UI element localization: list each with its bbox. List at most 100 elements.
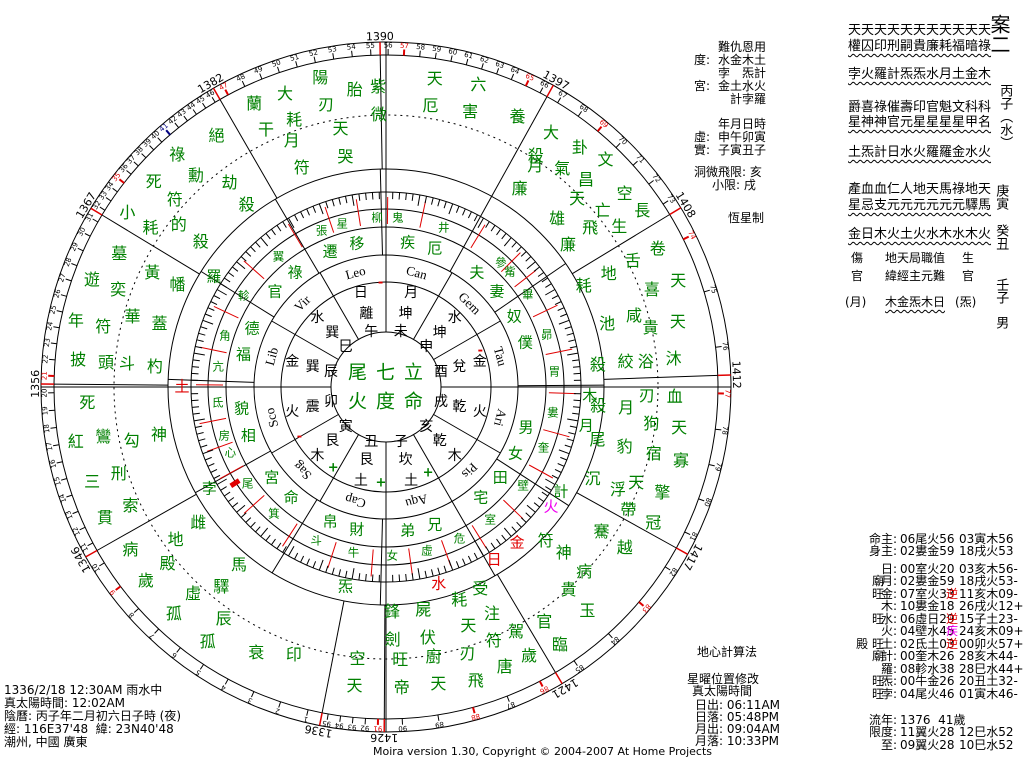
branch-label: 子 — [393, 434, 408, 451]
text-line: 地心計算法 — [697, 645, 758, 659]
shensha-label: 胎 — [346, 79, 363, 99]
dignity-prefix: 旺 — [871, 674, 884, 688]
lunar-mansion-label: 參 — [495, 255, 507, 270]
svg-text:86: 86 — [538, 684, 550, 695]
dignity-prefix: 廟 — [871, 649, 884, 663]
shensha-label: 死 — [145, 171, 162, 191]
svg-text:1421: 1421 — [550, 676, 581, 701]
svg-text:19: 19 — [41, 406, 50, 415]
aspect-mark: + — [422, 465, 434, 481]
svg-text:35: 35 — [111, 171, 123, 183]
shensha-label: 越 — [616, 538, 633, 558]
shensha-label: 歲 — [137, 571, 154, 591]
shensha-label: 池 — [599, 313, 616, 333]
svg-text:70: 70 — [617, 135, 629, 147]
table-position-value: 02婁金59 — [900, 544, 955, 558]
life-degree-text: 火度命 — [347, 390, 433, 413]
lunar-mansion-label: 房 — [218, 428, 230, 443]
shensha-label: 大 — [543, 122, 560, 142]
svg-text:1417: 1417 — [680, 542, 705, 573]
lunar-mansion-label: 虛 — [421, 543, 433, 558]
table-position-value: 1376 41歲 — [900, 713, 966, 727]
branch-element: 月 — [404, 285, 419, 302]
svg-text:90: 90 — [398, 724, 407, 732]
svg-text:43: 43 — [176, 107, 188, 119]
svg-text:76: 76 — [720, 341, 729, 351]
table-position-value-2: 24亥木09+ — [959, 624, 1024, 638]
svg-text:49: 49 — [253, 65, 264, 76]
shensha-label: 印 — [285, 644, 302, 664]
text-line: 星神神官元星星星星甲名 — [848, 115, 992, 130]
lunar-mansion-label: 室 — [484, 512, 497, 527]
table-position-value-2: 18戌火53- — [959, 574, 1018, 588]
svg-text:23: 23 — [43, 338, 52, 348]
shensha-label: 豹 — [616, 436, 633, 456]
branch-element: 土 — [353, 472, 368, 489]
text-line: (月) — [845, 295, 867, 309]
text-line: Moira version 1.30, Copyright © 2004-200… — [373, 745, 712, 758]
shensha-label: 殺 — [590, 395, 607, 415]
table-position-value-2: 20丑土32- — [959, 674, 1018, 688]
planet-glyph-金: 金 — [509, 533, 525, 552]
shensha-label: 辰 — [215, 608, 232, 628]
shensha-label: 亡 — [594, 201, 611, 221]
svg-text:24: 24 — [45, 320, 55, 331]
svg-text:1412: 1412 — [729, 361, 743, 389]
branch-trigram: 坎 — [398, 452, 413, 469]
text-line: 真太陽時間 — [692, 684, 753, 698]
text-line: 產血血仁人地天馬祿地天 — [848, 182, 992, 197]
branch-label: 巳 — [338, 338, 353, 355]
shensha-label: 刑 — [110, 463, 127, 483]
shensha-label: 沐 — [665, 349, 682, 369]
shensha-label: 空 — [349, 648, 366, 668]
branch-element: 木 — [447, 447, 462, 464]
shensha-label: 卦 — [571, 137, 588, 157]
palace-label: 夫 — [469, 263, 485, 282]
table-row-label: 孛: — [880, 687, 897, 701]
palace-label: 宮 — [264, 468, 280, 487]
table-motion-flag: 逆 — [946, 612, 959, 626]
svg-text:58: 58 — [416, 43, 426, 52]
text-line: 計孛羅 — [730, 92, 767, 106]
shensha-label: 刃 — [459, 643, 476, 663]
branch-trigram: 坤 — [432, 325, 447, 342]
palace-label: 男 — [518, 418, 534, 437]
table-position-value: 00牛金26 — [900, 674, 955, 688]
lunar-mansion-label: 心 — [224, 445, 237, 459]
table-position-value-2: 10巳水52 — [959, 738, 1014, 752]
svg-text:15: 15 — [53, 476, 63, 487]
svg-text:67: 67 — [557, 89, 569, 100]
shensha-label: 生 — [611, 216, 628, 236]
svg-text:73: 73 — [665, 193, 677, 205]
svg-text:10: 10 — [91, 562, 103, 574]
branch-element: 土 — [404, 472, 419, 489]
table-row-label: 羅: — [880, 662, 897, 676]
shensha-label: 哭 — [337, 146, 354, 166]
lunar-mansion-label: 婁 — [547, 405, 559, 420]
lunar-mansion-label: 危 — [453, 531, 466, 546]
palace-label: 命 — [283, 488, 299, 507]
shensha-label: 耗 — [286, 110, 303, 130]
palace-label: 奴 — [506, 307, 522, 326]
svg-text:82: 82 — [667, 566, 679, 578]
text-line: 小限: 戌 — [712, 178, 756, 192]
svg-text:84: 84 — [608, 635, 620, 647]
text-line: 權囚印刑嗣貴廉耗福暗祿 — [848, 39, 992, 54]
svg-text:37: 37 — [125, 154, 137, 166]
palace-label: 官 — [267, 282, 283, 301]
svg-text:57: 57 — [400, 42, 409, 50]
branch-element: 日 — [353, 285, 368, 302]
text-line: (炁) — [955, 295, 977, 309]
shensha-label: 屍 — [415, 599, 432, 619]
lunar-mansion-label: 氐 — [212, 395, 224, 410]
svg-text:5: 5 — [194, 668, 202, 677]
lunar-mansion-label: 翼 — [272, 248, 285, 263]
text-line: 木金炁木日 — [885, 295, 946, 309]
svg-text:Aqu: Aqu — [403, 491, 429, 511]
planet-glyph-火: 火 — [543, 497, 559, 516]
svg-text:3: 3 — [246, 696, 253, 705]
shensha-label: 刃 — [638, 386, 655, 406]
shensha-label: 唐 — [496, 656, 513, 676]
lunar-mansion-label: 尾 — [241, 476, 254, 491]
svg-text:Sco: Sco — [262, 406, 282, 429]
